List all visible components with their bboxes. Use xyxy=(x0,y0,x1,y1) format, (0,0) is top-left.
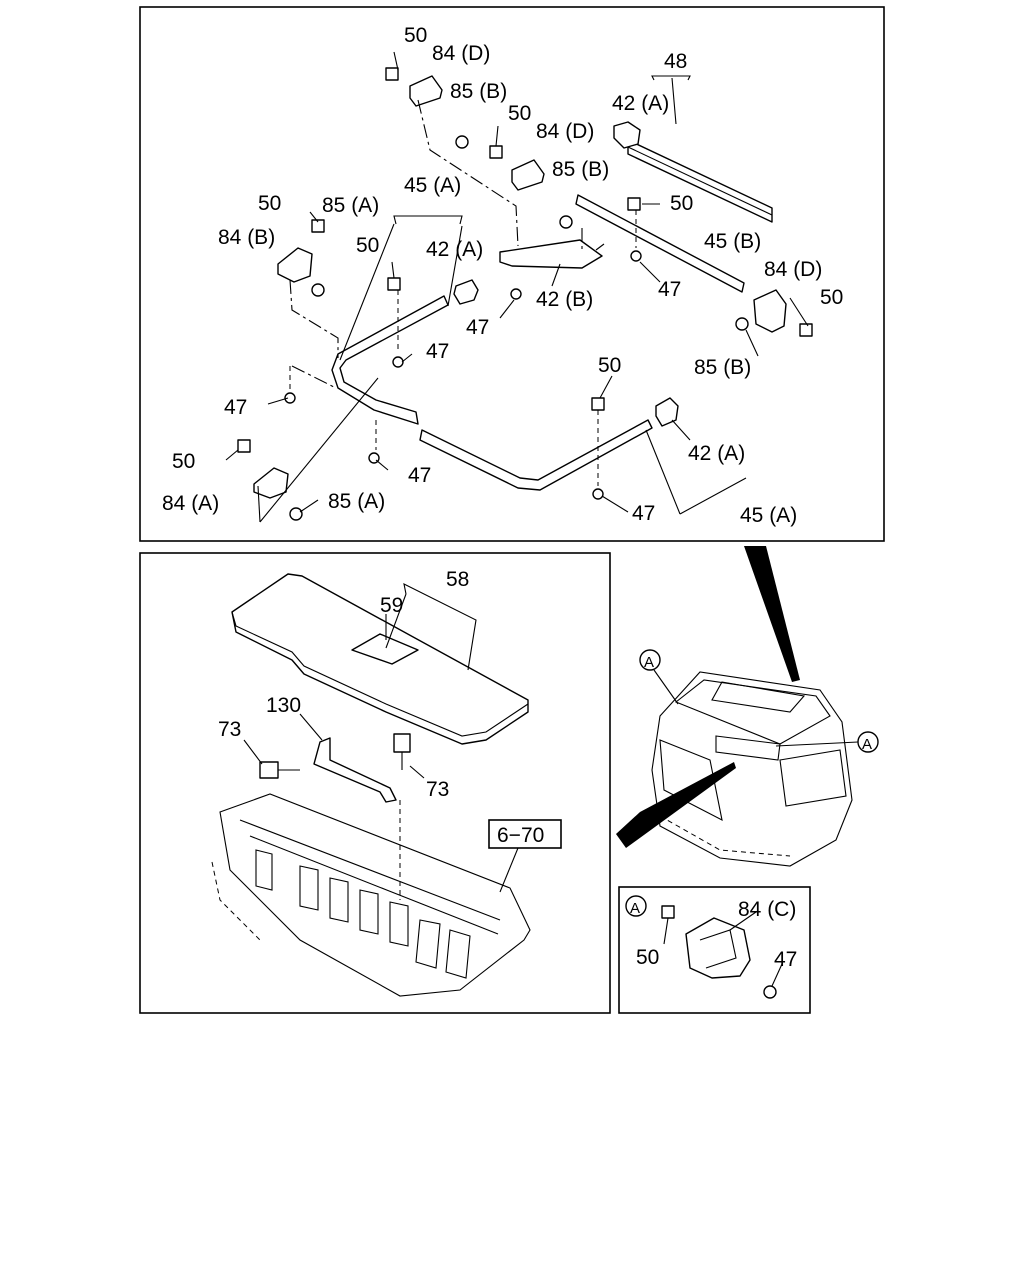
part-48-weatherstrip xyxy=(613,121,773,223)
callout-a-left xyxy=(639,649,661,671)
label-73: 73 xyxy=(426,778,449,801)
label-47: 47 xyxy=(632,502,655,525)
part-50-clip-rail xyxy=(627,197,641,211)
vehicle-rear-outline xyxy=(651,671,853,867)
fasteners-top xyxy=(284,135,749,521)
label-45b: 45 (B) xyxy=(704,230,761,253)
labels-bottom-left: 58 59 130 73 73 6−70 xyxy=(218,568,562,849)
part-50-clip-bottom-right xyxy=(591,397,605,411)
label-59: 59 xyxy=(380,594,403,617)
leader-50 xyxy=(663,917,669,945)
label-47: 47 xyxy=(426,340,449,363)
callout-a-left-label: A xyxy=(644,654,654,671)
callout-a-left-leader xyxy=(653,669,679,705)
part-130-stay xyxy=(313,737,397,803)
part-45b-rail xyxy=(575,194,745,293)
leader-84c xyxy=(729,911,757,931)
label-47: 47 xyxy=(774,948,797,971)
label-50: 50 xyxy=(356,234,379,257)
label-47: 47 xyxy=(658,278,681,301)
pointer-wedge-top xyxy=(744,546,800,682)
label-84b: 84 (B) xyxy=(218,226,275,249)
label-42b: 42 (B) xyxy=(536,288,593,311)
panel-vehicle: A A xyxy=(616,546,879,867)
label-85b: 85 (B) xyxy=(450,80,507,103)
label-84a: 84 (A) xyxy=(162,492,219,515)
panel-top: 48 50 84 (D) 85 (B) 42 (A) 50 84 (D) 85 … xyxy=(139,6,885,542)
assembly-lines-top xyxy=(289,99,637,486)
leader-lines-bottom-left xyxy=(243,583,519,893)
label-50: 50 xyxy=(258,192,281,215)
label-85a: 85 (A) xyxy=(322,194,379,217)
callout-a-right-leader xyxy=(775,741,859,747)
part-73-bolt-right xyxy=(393,733,411,770)
reference-6-70: 6−70 xyxy=(497,824,544,847)
label-45a: 45 (A) xyxy=(740,504,797,527)
label-45a: 45 (A) xyxy=(404,174,461,197)
label-50: 50 xyxy=(636,946,659,969)
label-58: 58 xyxy=(446,568,469,591)
part-50-clip xyxy=(661,905,675,919)
label-47: 47 xyxy=(466,316,489,339)
label-73: 73 xyxy=(218,718,241,741)
label-42a: 42 (A) xyxy=(612,92,669,115)
pointer-wedge-left xyxy=(616,762,736,848)
panel-bottom-left: 58 59 130 73 73 6−70 xyxy=(139,552,611,1014)
part-73-bolt-left xyxy=(259,761,300,779)
label-50: 50 xyxy=(404,24,427,47)
labels-top: 48 50 84 (D) 85 (B) 42 (A) 50 84 (D) 85 … xyxy=(162,24,843,527)
label-50: 50 xyxy=(820,286,843,309)
part-50-clip-mid-left xyxy=(387,277,401,291)
leader-47 xyxy=(771,963,783,987)
label-50: 50 xyxy=(670,192,693,215)
label-84d: 84 (D) xyxy=(432,42,490,65)
part-84a-bracket xyxy=(237,439,289,499)
panel-detail-a-frame xyxy=(618,886,811,1014)
label-47: 47 xyxy=(224,396,247,419)
part-84d-top xyxy=(385,67,443,107)
leader-lines-top xyxy=(225,51,809,523)
body-floor xyxy=(211,793,531,997)
panel-detail-a: A 84 (C) 50 47 xyxy=(618,886,811,1014)
part-42a-clip-left xyxy=(453,279,479,305)
label-50: 50 xyxy=(172,450,195,473)
label-50: 50 xyxy=(598,354,621,377)
part-58-cover xyxy=(231,573,529,745)
part-84d-right xyxy=(753,289,813,337)
label-48: 48 xyxy=(664,50,687,73)
reference-box xyxy=(488,819,562,849)
label-84d: 84 (D) xyxy=(764,258,822,281)
part-42a-clip-right xyxy=(655,397,679,427)
label-84c: 84 (C) xyxy=(738,898,796,921)
detail-a-marker xyxy=(625,895,647,917)
label-85b: 85 (B) xyxy=(694,356,751,379)
detail-a-marker-label: A xyxy=(630,900,640,917)
label-42a: 42 (A) xyxy=(688,442,745,465)
part-84d-middle xyxy=(489,145,545,191)
label-84d: 84 (D) xyxy=(536,120,594,143)
part-84c-bracket xyxy=(685,917,751,979)
label-130: 130 xyxy=(266,694,301,717)
callout-a-right-label: A xyxy=(862,736,872,753)
label-85a: 85 (A) xyxy=(328,490,385,513)
label-50: 50 xyxy=(508,102,531,125)
panel-bottom-left-frame xyxy=(139,552,611,1014)
part-84b-bracket xyxy=(277,219,325,283)
part-59-pad xyxy=(351,633,419,665)
panel-top-frame xyxy=(139,6,885,542)
part-42b-bracket xyxy=(499,239,603,269)
label-42a: 42 (A) xyxy=(426,238,483,261)
label-85b: 85 (B) xyxy=(552,158,609,181)
label-47: 47 xyxy=(408,464,431,487)
part-45a-frame xyxy=(331,295,653,491)
part-47-screw xyxy=(763,985,777,999)
